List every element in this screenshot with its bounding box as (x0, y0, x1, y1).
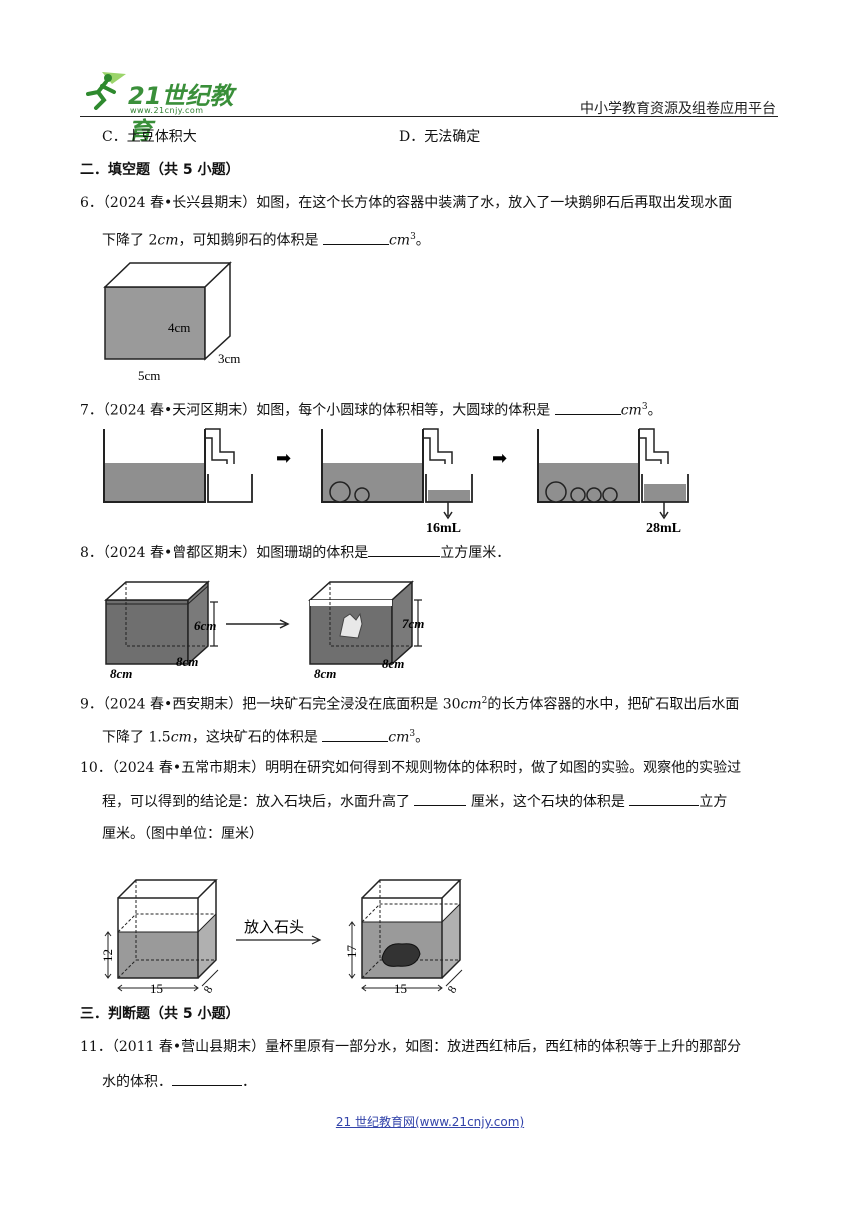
runner-logo-icon (86, 72, 126, 110)
label-8cm-side: 8cm (176, 654, 198, 669)
logo-text: 21世纪教育 (128, 82, 234, 145)
figure-q7-overflow: ➡ 16mL ➡ 28mL (103, 428, 689, 536)
answer-blank[interactable] (322, 230, 389, 245)
label-6cm: 6cm (194, 618, 216, 633)
answer-blank[interactable] (368, 542, 441, 557)
figure-q8-coral: 6cm 8cm 8cm 7cm 8cm 8cm (104, 580, 424, 681)
arrow-2: ➡ (492, 448, 507, 468)
arrow-1: ➡ (276, 448, 291, 468)
logo-url: www.21cnjy.com (130, 106, 204, 115)
section-title-judge: 三．判断题（共 5 小题） (80, 1006, 240, 1022)
figure-q6-cuboid: 4cm 3cm 5cm (103, 261, 240, 383)
question-9-line1: 9．（2024 春•西安期末）把一块矿石完全浸没在底面积是 30cm2的长方体容… (80, 696, 740, 713)
option-d: D．无法确定 (399, 129, 481, 145)
figure-q10-stone: 12 15 8 放入石头 17 15 8 (100, 879, 463, 996)
label-16ml: 16mL (426, 521, 461, 536)
label-15-2: 15 (394, 981, 407, 996)
label-8: 8 (200, 983, 215, 995)
arrow-text-put-stone: 放入石头 (244, 919, 304, 936)
header-platform: 中小学教育资源及组卷应用平台 (580, 101, 776, 117)
stone-shape (381, 943, 421, 967)
label-7cm: 7cm (402, 616, 424, 631)
answer-blank[interactable] (554, 400, 621, 415)
label-15: 15 (150, 981, 163, 996)
section-title-fill-blank: 二．填空题（共 5 小题） (80, 162, 240, 178)
footer-link[interactable]: 21 世纪教育网(www.21cnjy.com) (335, 1115, 525, 1129)
label-5cm: 5cm (138, 368, 160, 383)
question-10-line2: 程，可以得到的结论是：放入石块后，水面升高了 厘米，这个石块的体积是 立方 (102, 791, 727, 812)
question-8-line1: 8．（2024 春•曾都区期末）如图珊瑚的体积是立方厘米． (80, 542, 510, 563)
question-11-line2: 水的体积．． (102, 1071, 256, 1092)
label-8cm-bottom: 8cm (110, 666, 132, 681)
label-8cm-side-2: 8cm (382, 656, 404, 671)
question-10-line1: 10．（2024 春•五常市期末）明明在研究如何得到不规则物体的体积时，做了如图… (80, 760, 742, 776)
question-11-line1: 11．（2011 春•营山县期末）量杯里原有一部分水，如图：放进西红柿后，西红柿… (80, 1039, 742, 1055)
label-3cm: 3cm (218, 351, 240, 366)
option-c: C．土豆体积大 (102, 129, 197, 145)
question-6-line1: 6．（2024 春•长兴县期末）如图，在这个长方体的容器中装满了水，放入了一块鹅… (80, 195, 733, 211)
header-divider (80, 116, 778, 117)
label-28ml: 28mL (646, 521, 681, 536)
label-8-2: 8 (444, 983, 459, 995)
question-9-line2: 下降了 1.5cm，这块矿石的体积是 cm3。 (102, 724, 429, 748)
answer-blank-volume[interactable] (629, 791, 700, 806)
question-7-line1: 7．（2024 春•天河区期末）如图，每个小圆球的体积相等，大圆球的体积是 cm… (80, 397, 662, 421)
label-8cm-bottom-2: 8cm (314, 666, 336, 681)
question-10-line3: 厘米。（图中单位：厘米） (102, 826, 263, 842)
answer-blank[interactable] (172, 1071, 242, 1086)
label-12: 12 (100, 949, 115, 962)
label-4cm: 4cm (168, 320, 190, 335)
label-17: 17 (344, 945, 359, 959)
question-6-line2: 下降了 2cm，可知鹅卵石的体积是 cm3。 (102, 227, 430, 251)
coral-shape (339, 612, 363, 639)
header-logo: 21世纪教育 www.21cnjy.com (82, 68, 252, 145)
answer-blank-height[interactable] (414, 791, 467, 806)
answer-blank[interactable] (322, 727, 389, 742)
